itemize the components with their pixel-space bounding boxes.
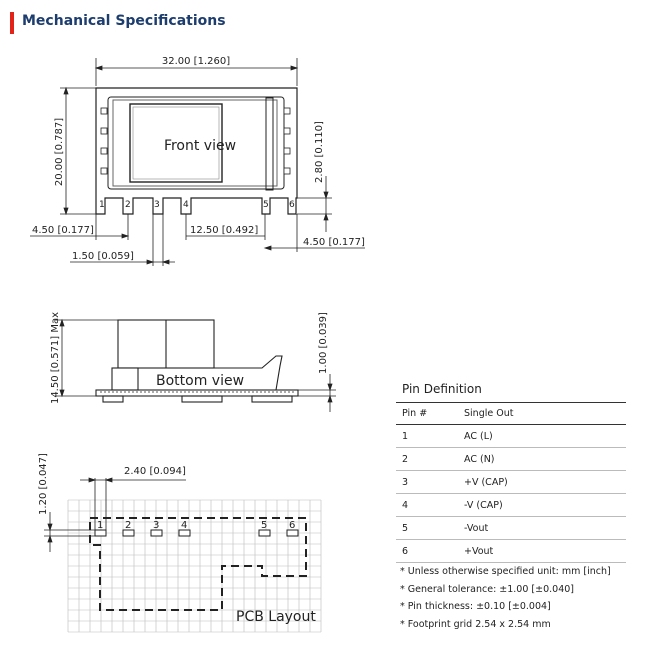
front-height-dimension xyxy=(60,86,96,216)
pin-number: 6 xyxy=(396,539,458,563)
pin-number: 3 xyxy=(396,470,458,494)
pcb-pin-1: 1 xyxy=(97,520,103,531)
pcb-layout-label: PCB Layout xyxy=(236,609,316,625)
bottom-view-body xyxy=(95,319,299,403)
pcb-pin-3: 3 xyxy=(153,520,159,531)
dim-front-left: 4.50 [0.177] xyxy=(32,225,94,236)
dim-bottom-pin: 1.00 [0.039] xyxy=(318,312,329,374)
bottom-view-label: Bottom view xyxy=(156,373,244,389)
pin-function: +V (CAP) xyxy=(458,470,626,494)
pcb-pin-2: 2 xyxy=(125,520,131,531)
note-item: * General tolerance: ±1.00 [±0.040] xyxy=(400,583,574,595)
pin-number: 1 xyxy=(396,424,458,448)
note-item: * Unless otherwise specified unit: mm [i… xyxy=(400,566,611,577)
page-title: Mechanical Specifications xyxy=(22,13,226,29)
front-pin-4: 4 xyxy=(183,200,189,210)
pcb-pads xyxy=(94,529,299,537)
pin-number: 2 xyxy=(396,447,458,471)
pin-function: AC (N) xyxy=(458,447,626,471)
dim-front-right: 4.50 [0.177] xyxy=(303,237,365,248)
front-pin-stubs xyxy=(100,107,291,175)
dim-pcb-pitch: 2.40 [0.094] xyxy=(124,466,186,477)
pcb-pin-4: 4 xyxy=(181,520,187,531)
pin-function: +Vout xyxy=(458,539,626,563)
header-accent-bar xyxy=(10,12,14,34)
front-width-dimension xyxy=(94,58,299,86)
col-pin: Pin # xyxy=(396,402,458,425)
dim-pcb-pad: 1.20 [0.047] xyxy=(38,453,49,515)
table-header-row: Pin # Single Out xyxy=(396,402,626,425)
front-pin-2: 2 xyxy=(125,200,131,210)
pin-number: 4 xyxy=(396,493,458,517)
pcb-pin-5: 5 xyxy=(261,520,267,531)
dim-front-width: 32.00 [1.260] xyxy=(162,56,230,67)
dim-front-height: 20.00 [0.787] xyxy=(54,118,65,186)
bottom-height-dimension xyxy=(55,318,336,412)
dim-front-mid: 12.50 [0.492] xyxy=(190,225,258,236)
pin-function: AC (L) xyxy=(458,424,626,448)
front-pin-height-dimension xyxy=(297,176,332,232)
front-view-label: Front view xyxy=(164,138,236,154)
pcb-grid xyxy=(67,499,322,633)
spec-notes: * Unless otherwise specified unit: mm [i… xyxy=(400,563,611,633)
pin-function: -V (CAP) xyxy=(458,493,626,517)
dim-front-pin-width: 1.50 [0.059] xyxy=(72,251,134,262)
table-row: 5-Vout xyxy=(396,516,626,540)
pcb-pin-6: 6 xyxy=(289,520,295,531)
front-pin-3: 3 xyxy=(154,200,160,210)
table-row: 6+Vout xyxy=(396,539,626,563)
pcb-outline xyxy=(89,517,307,611)
table-row: 4-V (CAP) xyxy=(396,493,626,517)
front-bottom-dimensions xyxy=(30,214,365,266)
front-pin-1: 1 xyxy=(99,200,105,210)
dim-bottom-height: 14.50 [0.571] Max xyxy=(50,312,61,404)
col-single-out: Single Out xyxy=(458,402,626,425)
front-pin-5: 5 xyxy=(263,200,269,210)
front-pin-6: 6 xyxy=(289,200,295,210)
dim-front-pin-height: 2.80 [0.110] xyxy=(314,121,325,183)
pin-function: -Vout xyxy=(458,516,626,540)
note-item: * Footprint grid 2.54 x 2.54 mm xyxy=(400,618,551,630)
note-item: * Pin thickness: ±0.10 [±0.004] xyxy=(400,601,551,612)
pin-number: 5 xyxy=(396,516,458,540)
pin-definition-title: Pin Definition xyxy=(402,382,482,396)
table-row: 3+V (CAP) xyxy=(396,470,626,494)
pcb-dimensions xyxy=(44,477,186,552)
front-view-body xyxy=(95,87,298,215)
